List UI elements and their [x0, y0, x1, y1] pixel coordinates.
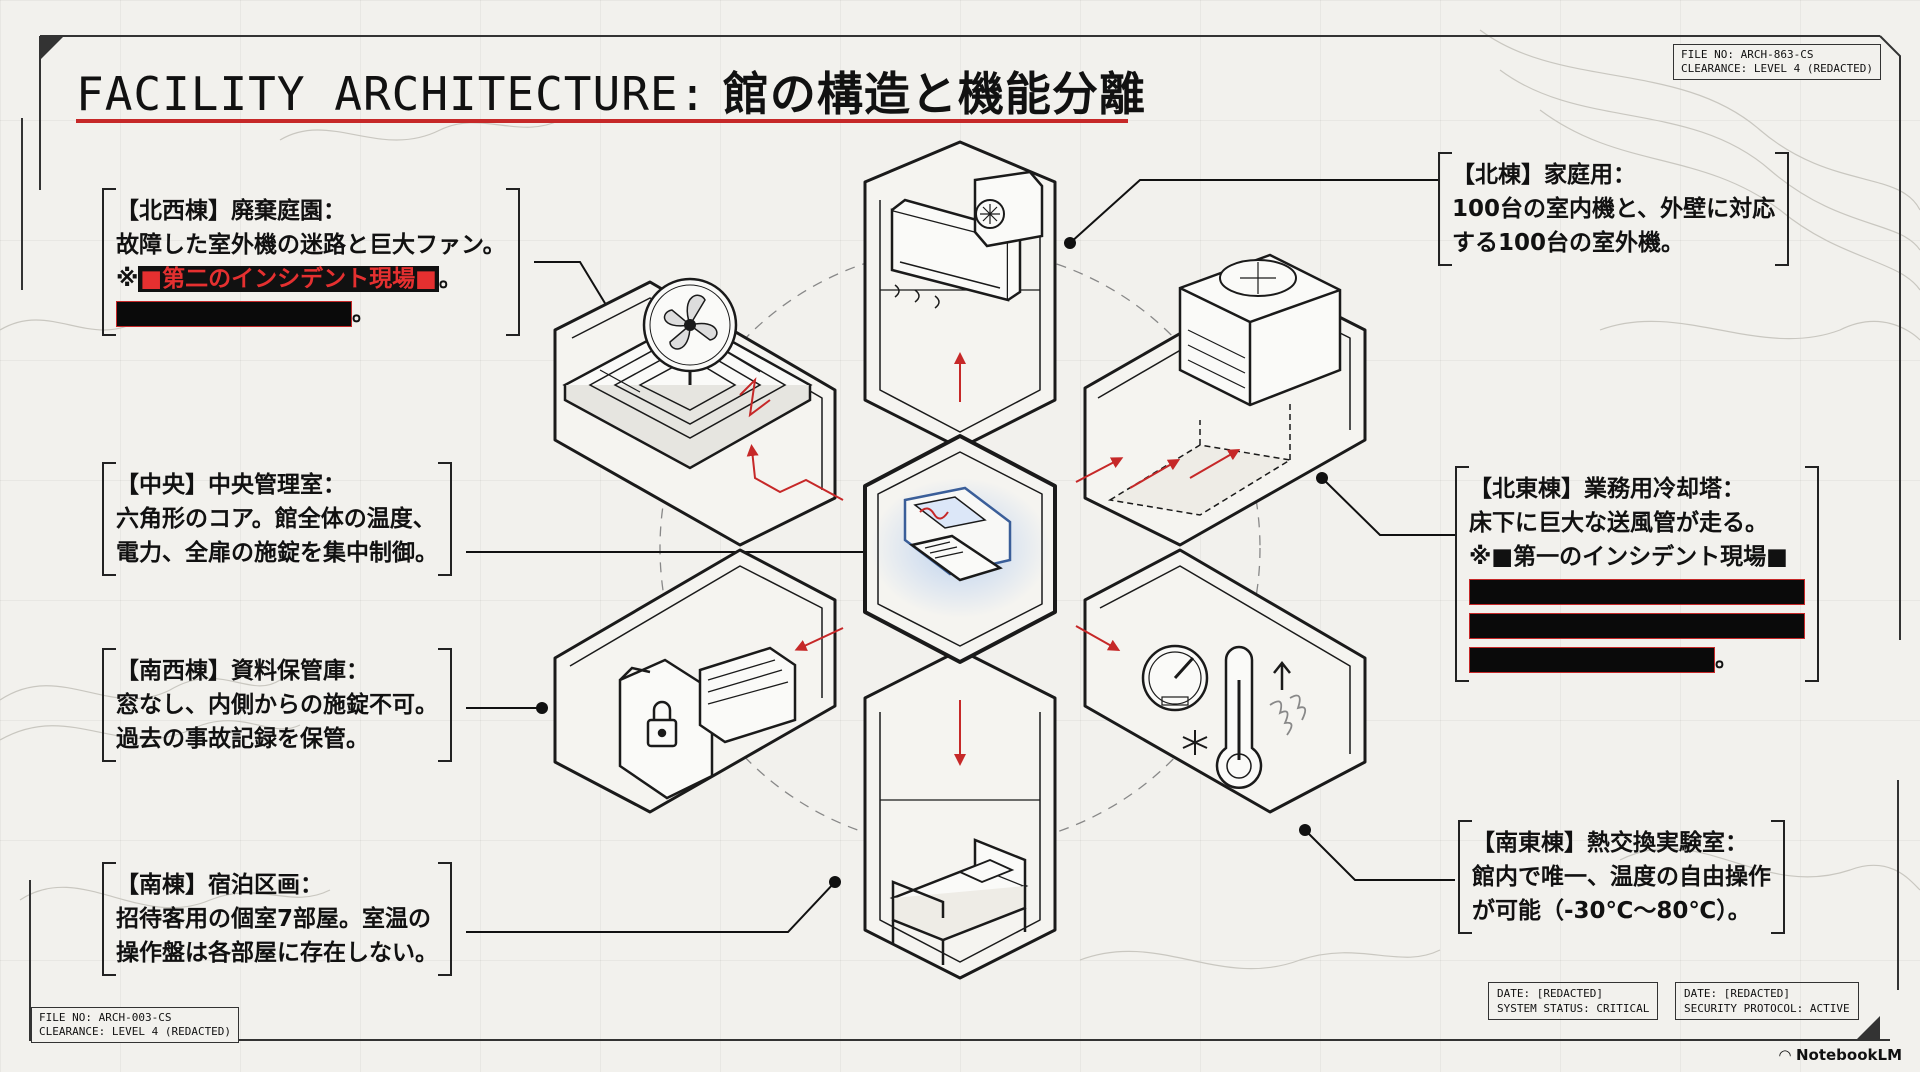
maze-fan-icon: [562, 277, 813, 470]
security-protocol: SECURITY PROTOCOL: ACTIVE: [1684, 1002, 1850, 1015]
callout-southwest-heading: 【南西棟】資料保管庫：: [116, 658, 369, 684]
callout-leaders: [466, 179, 1455, 933]
flow-arrows: [746, 352, 1124, 766]
callout-south-text1: 招待客用の個室7部屋。室温の: [116, 906, 432, 932]
callout-northeast-cooling: 【北東棟】業務用冷却塔： 床下に巨大な送風管が走る。 ※■第一のインシデント現場…: [1455, 466, 1819, 682]
callout-southeast-lab: 【南東棟】熱交換実験室： 館内で唯一、温度の自由操作 が可能（-30℃～80℃）…: [1458, 820, 1785, 934]
callout-northwest-garden: 【北西棟】廃棄庭園： 故障した室外機の迷路と巨大ファン。 ※■第二のインシデント…: [102, 188, 520, 336]
system-status: SYSTEM STATUS: CRITICAL: [1497, 1002, 1650, 1015]
status-panel-right: DATE: [REDACTED] SECURITY PROTOCOL: ACTI…: [1675, 982, 1859, 1020]
file-badge-bottom-line2: CLEARANCE: LEVEL 4 (REDACTED): [39, 1025, 232, 1038]
file-badge-top: FILE NO: ARCH-863-CS CLEARANCE: LEVEL 4 …: [1673, 44, 1882, 80]
bed-icon: [889, 838, 1029, 965]
incident-label-second: ■第二のインシデント現場■: [138, 266, 439, 292]
hud-frame: [21, 35, 1901, 1041]
callout-center-heading: 【中央】中央管理室：: [116, 472, 346, 498]
callout-north-domestic: 【北棟】家庭用： 100台の室内機と、外壁に対応 する100台の室外機。: [1438, 152, 1790, 266]
callout-south-lodging: 【南棟】宿泊区画： 招待客用の個室7部屋。室温の 操作盤は各部屋に存在しない。: [102, 862, 452, 976]
page-title: FACILITY ARCHITECTURE: 館の構造と機能分離: [76, 58, 1146, 124]
archive-folders-icon: [618, 646, 797, 800]
cooling-tower-icon: [1107, 253, 1342, 516]
file-badge-top-line2: CLEARANCE: LEVEL 4 (REDACTED): [1681, 62, 1874, 75]
page-title-ja: 館の構造と機能分離: [722, 67, 1146, 121]
period: 。: [438, 266, 462, 292]
note-mark: ※: [116, 266, 139, 292]
callout-south-text2: 操作盤は各部屋に存在しない。: [116, 940, 438, 966]
callout-northeast-heading: 【北東棟】業務用冷却塔：: [1469, 476, 1745, 502]
status-panel-left: DATE: [REDACTED] SYSTEM STATUS: CRITICAL: [1488, 982, 1659, 1020]
frame-corner-marker: [1856, 1016, 1880, 1040]
page-title-en: FACILITY ARCHITECTURE:: [76, 67, 708, 121]
notebooklm-logo-icon: ◠: [1779, 1046, 1791, 1064]
brand-watermark: ◠ NotebookLM: [1779, 1046, 1902, 1064]
file-badge-bottom-line1: FILE NO: ARCH-003-CS: [39, 1011, 172, 1024]
outdoor-unit-icon: [973, 170, 1044, 248]
callout-center-text2: 電力、全扉の施錠を集中制御。: [116, 540, 438, 566]
snowflake-icon: [1182, 730, 1208, 755]
callout-north-heading: 【北棟】家庭用：: [1452, 162, 1636, 188]
thermometer-icon: [1215, 645, 1307, 789]
status-date: DATE: [REDACTED]: [1497, 987, 1603, 1000]
incident-label-first: ※■第一のインシデント現場■: [1469, 544, 1788, 570]
redaction-bar: [1469, 578, 1805, 605]
file-badge-bottom: FILE NO: ARCH-003-CS CLEARANCE: LEVEL 4 …: [31, 1007, 240, 1043]
period: 。: [352, 300, 375, 326]
callout-southwest-archive: 【南西棟】資料保管庫： 窓なし、内側からの施錠不可。 過去の事故記録を保管。: [102, 648, 452, 762]
control-computer-icon: [870, 478, 1050, 618]
callout-north-text2: する100台の室外機。: [1452, 230, 1685, 256]
callout-southeast-heading: 【南東棟】熱交換実験室：: [1472, 830, 1748, 856]
callout-northwest-text: 故障した室外機の迷路と巨大ファン。: [116, 232, 506, 258]
callout-southeast-text2: が可能（-30℃～80℃）。: [1472, 898, 1751, 924]
lock-icon: [646, 700, 678, 748]
brand-name: NotebookLM: [1795, 1046, 1902, 1064]
redaction-bar: [1469, 646, 1715, 673]
callout-southwest-text2: 過去の事故記録を保管。: [116, 726, 369, 752]
callout-south-heading: 【南棟】宿泊区画：: [116, 872, 323, 898]
topographic-contours: [0, 29, 1920, 970]
status-date: DATE: [REDACTED]: [1684, 987, 1790, 1000]
callout-southeast-text1: 館内で唯一、温度の自由操作: [1472, 864, 1771, 890]
title-underline: [76, 119, 1128, 123]
callout-north-text1: 100台の室内機と、外壁に対応: [1452, 196, 1776, 222]
callout-southwest-text1: 窓なし、内側からの施錠不可。: [116, 692, 438, 718]
frame-corner-marker: [40, 36, 64, 60]
file-badge-top-line1: FILE NO: ARCH-863-CS: [1681, 48, 1814, 61]
callout-center-text1: 六角形のコア。館全体の温度、: [116, 506, 436, 532]
redaction-bar: [1469, 612, 1805, 639]
gauge-icon: [1141, 644, 1209, 712]
redaction-bar: [116, 300, 352, 327]
callout-northeast-text: 床下に巨大な送風管が走る。: [1469, 510, 1768, 536]
callout-center-control: 【中央】中央管理室： 六角形のコア。館全体の温度、 電力、全扉の施錠を集中制御。: [102, 462, 452, 576]
period: 。: [1715, 646, 1738, 672]
callout-northwest-heading: 【北西棟】廃棄庭園：: [116, 198, 346, 224]
